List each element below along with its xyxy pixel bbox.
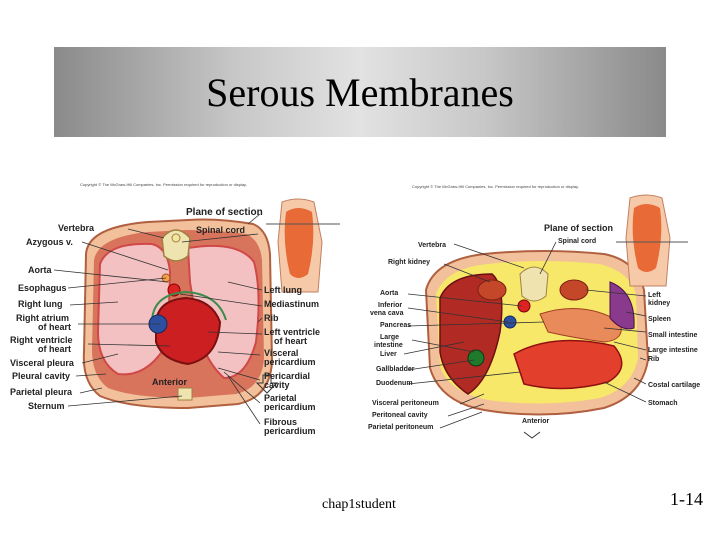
label-fibrous-pericardium-2: pericardium <box>264 426 316 436</box>
label-large-intestine-r: Large intestine <box>648 347 698 354</box>
footer-source: chap1student <box>322 497 396 512</box>
label-pleural-cavity: Pleural cavity <box>12 371 71 381</box>
heart-shape <box>155 296 222 366</box>
copyright-notice: Copyright © The McGraw-Hill Companies, I… <box>80 182 247 187</box>
anterior-arrow <box>255 374 279 394</box>
label-pancreas: Pancreas <box>380 322 412 329</box>
label-vertebra-right: Vertebra <box>418 242 447 249</box>
label-right-atrium: Right atrium <box>16 313 69 323</box>
label-costal-cartilage: Costal cartilage <box>648 382 701 389</box>
label-small-intestine: Small intestine <box>648 332 698 339</box>
label-spinal-cord: Spinal cord <box>196 225 246 235</box>
vertebra-shape <box>161 229 191 262</box>
label-parietal-pleura: Parietal pleura <box>10 387 73 397</box>
label-parietal-peritoneum: Parietal peritoneum <box>368 424 434 431</box>
label-stomach: Stomach <box>648 400 678 407</box>
label-aorta-right: Aorta <box>380 290 399 297</box>
label-plane-of-section: Plane of section <box>186 207 263 218</box>
label-left-lung: Left lung <box>264 285 302 295</box>
label-visceral-pericardium-2: pericardium <box>264 357 316 367</box>
label-left-ventricle-2: of heart <box>274 336 308 346</box>
label-fibrous-pericardium: Fibrous <box>264 417 297 427</box>
label-right-ventricle: Right ventricle <box>10 335 73 345</box>
label-pericardial-cavity: Pericardial <box>264 371 311 381</box>
label-left-ventricle: Left ventricle <box>264 327 321 337</box>
page-number: 1-14 <box>670 489 703 509</box>
title-bar: Serous Membranes <box>54 47 666 137</box>
label-gallbladder: Gallbladder <box>376 366 415 373</box>
label-parietal-pericardium: Parietal <box>264 393 297 403</box>
label-pericardial-cavity-2: cavity <box>264 380 290 390</box>
label-right-ventricle-2: of heart <box>38 344 72 354</box>
label-visceral-pericardium: Visceral <box>264 348 299 358</box>
label-visceral-peritoneum: Visceral peritoneum <box>372 400 439 407</box>
abdomen-illustration <box>403 194 688 439</box>
intestine-shape <box>539 308 622 343</box>
thorax-cross-section-figure: Copyright © The McGraw-Hill Companies, I… <box>10 182 348 440</box>
label-sternum: Sternum <box>28 401 65 411</box>
label-rib-right: Rib <box>648 356 660 363</box>
plane-of-section-body-icon-right <box>616 194 688 287</box>
copyright-notice-right: Copyright © The McGraw-Hill Companies, I… <box>412 184 579 189</box>
liver-shape <box>439 273 503 395</box>
right-lung-shape <box>96 242 172 376</box>
label-peritoneal-cavity: Peritoneal cavity <box>372 412 428 419</box>
label-ivc: Inferior <box>378 302 403 309</box>
label-aorta: Aorta <box>28 265 52 275</box>
label-right-lung: Right lung <box>18 299 63 309</box>
label-duodenum: Duodenum <box>376 380 413 387</box>
label-parietal-pericardium-2: pericardium <box>264 402 316 412</box>
label-anterior-right: Anterior <box>522 418 550 425</box>
label-liver: Liver <box>380 351 397 358</box>
label-large-intestine: Large <box>380 334 400 341</box>
label-anterior: Anterior <box>152 377 188 387</box>
label-large-intestine-2: intestine <box>374 342 403 349</box>
label-rib: Rib <box>264 313 279 323</box>
label-ivc-2: vena cava <box>370 310 404 317</box>
label-left-kidney: Left <box>648 292 661 299</box>
label-vertebra: Vertebra <box>58 223 95 233</box>
label-esophagus: Esophagus <box>18 283 67 293</box>
label-mediastinum: Mediastinum <box>264 299 320 309</box>
anterior-arrow-right <box>523 431 541 439</box>
slide-title: Serous Membranes <box>206 69 514 115</box>
stomach-shape <box>513 339 623 390</box>
abdomen-cross-section-figure: Copyright © The McGraw-Hill Companies, I… <box>364 182 706 440</box>
label-visceral-pleura: Visceral pleura <box>10 358 74 368</box>
label-left-kidney-2: kidney <box>648 300 671 307</box>
label-spinal-cord-right: Spinal cord <box>558 238 597 245</box>
label-right-kidney: Right kidney <box>388 259 431 266</box>
label-azygous: Azygous v. <box>26 237 73 247</box>
label-plane-of-section-right: Plane of section <box>544 223 614 233</box>
label-right-atrium-2: of heart <box>38 322 72 332</box>
label-spleen: Spleen <box>648 316 671 323</box>
thorax-illustration <box>53 198 340 425</box>
plane-of-section-body-icon <box>266 198 340 293</box>
